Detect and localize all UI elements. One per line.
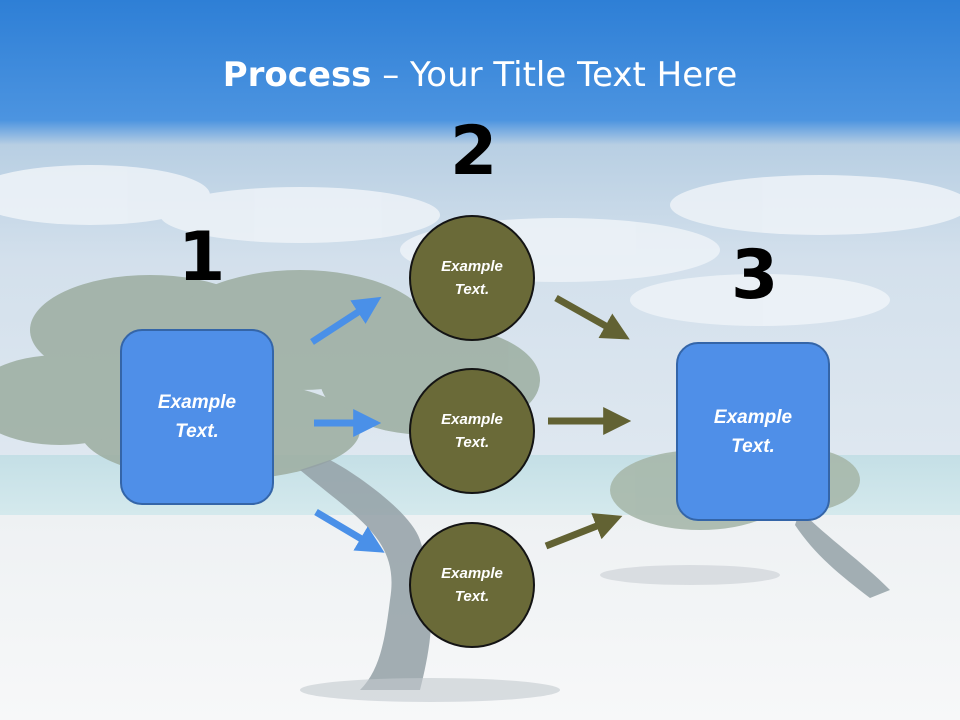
step3-box: Example Text. (676, 342, 830, 521)
step1-box: Example Text. (120, 329, 274, 505)
circle-mid-line2: Text. (454, 434, 490, 451)
step3-box-line2: Text. (731, 435, 775, 457)
arrow-box1-to-circle-top (310, 296, 382, 345)
step3-box-line1: Example (713, 406, 793, 428)
title-rest: – Your Title Text Here (371, 55, 738, 95)
slide-title: Process – Your Title Text Here (0, 52, 960, 98)
step2-circle-bottom: Example Text. (409, 522, 535, 648)
step-number-1: 1 (178, 218, 226, 297)
title-bold: Process (222, 55, 372, 95)
step1-box-line2: Text. (175, 421, 219, 442)
circle-bot-line1: Example (441, 565, 503, 582)
circle-top-line1: Example (441, 258, 503, 275)
arrow-box1-to-circle-bot (314, 508, 385, 553)
step-number-3: 3 (731, 236, 779, 315)
circle-mid-line1: Example (441, 411, 503, 428)
step1-box-line1: Example (157, 392, 237, 413)
circle-top-line2: Text. (454, 281, 490, 298)
step-number-2: 2 (450, 112, 498, 191)
arrow-circle-bot-to-box3 (544, 513, 623, 550)
step2-circle-middle: Example Text. (409, 368, 535, 494)
circle-bot-line2: Text. (454, 588, 490, 605)
step2-circle-top: Example Text. (409, 215, 535, 341)
arrow-circle-top-to-box3 (554, 294, 630, 340)
